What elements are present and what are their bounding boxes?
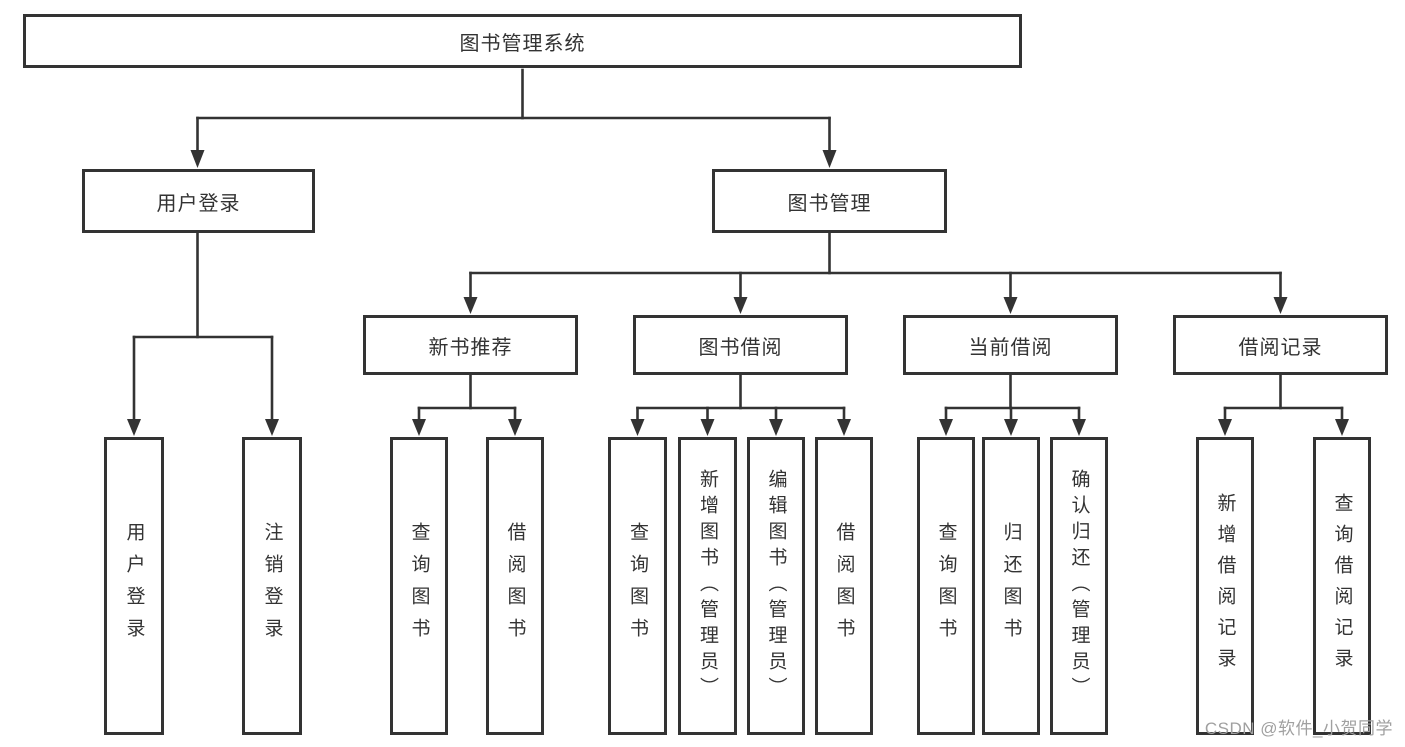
node-leaf-borrow-books: 借阅图书 [486, 437, 544, 735]
node-leaf-query-books-2: 查询图书 [608, 437, 667, 735]
node-leaf-query-books: 查询图书 [390, 437, 448, 735]
csdn-watermark: CSDN @软件_小贺同学 [1204, 719, 1393, 738]
node-system-root: 图书管理系统 [23, 14, 1022, 68]
node-leaf-user-login: 用户登录 [104, 437, 164, 735]
node-borrow-records: 借阅记录 [1173, 315, 1388, 375]
node-current-borrowing: 当前借阅 [903, 315, 1118, 375]
node-leaf-borrow-books-2: 借阅图书 [815, 437, 873, 735]
node-leaf-logout: 注销登录 [242, 437, 302, 735]
node-leaf-query-borrow-record: 查询借阅记录 [1313, 437, 1371, 735]
node-new-book-recommendation: 新书推荐 [363, 315, 578, 375]
node-book-borrowing: 图书借阅 [633, 315, 848, 375]
node-leaf-return-books: 归还图书 [982, 437, 1040, 735]
node-leaf-confirm-return-admin: 确认归还（管理员） [1050, 437, 1108, 735]
arrowheads [127, 150, 1349, 436]
node-user-login-branch: 用户登录 [82, 169, 315, 233]
node-leaf-query-books-3: 查询图书 [917, 437, 975, 735]
node-leaf-edit-books-admin: 编辑图书（管理员） [747, 437, 805, 735]
node-leaf-add-borrow-record: 新增借阅记录 [1196, 437, 1254, 735]
node-leaf-add-books-admin: 新增图书（管理员） [678, 437, 737, 735]
node-book-management-branch: 图书管理 [712, 169, 947, 233]
